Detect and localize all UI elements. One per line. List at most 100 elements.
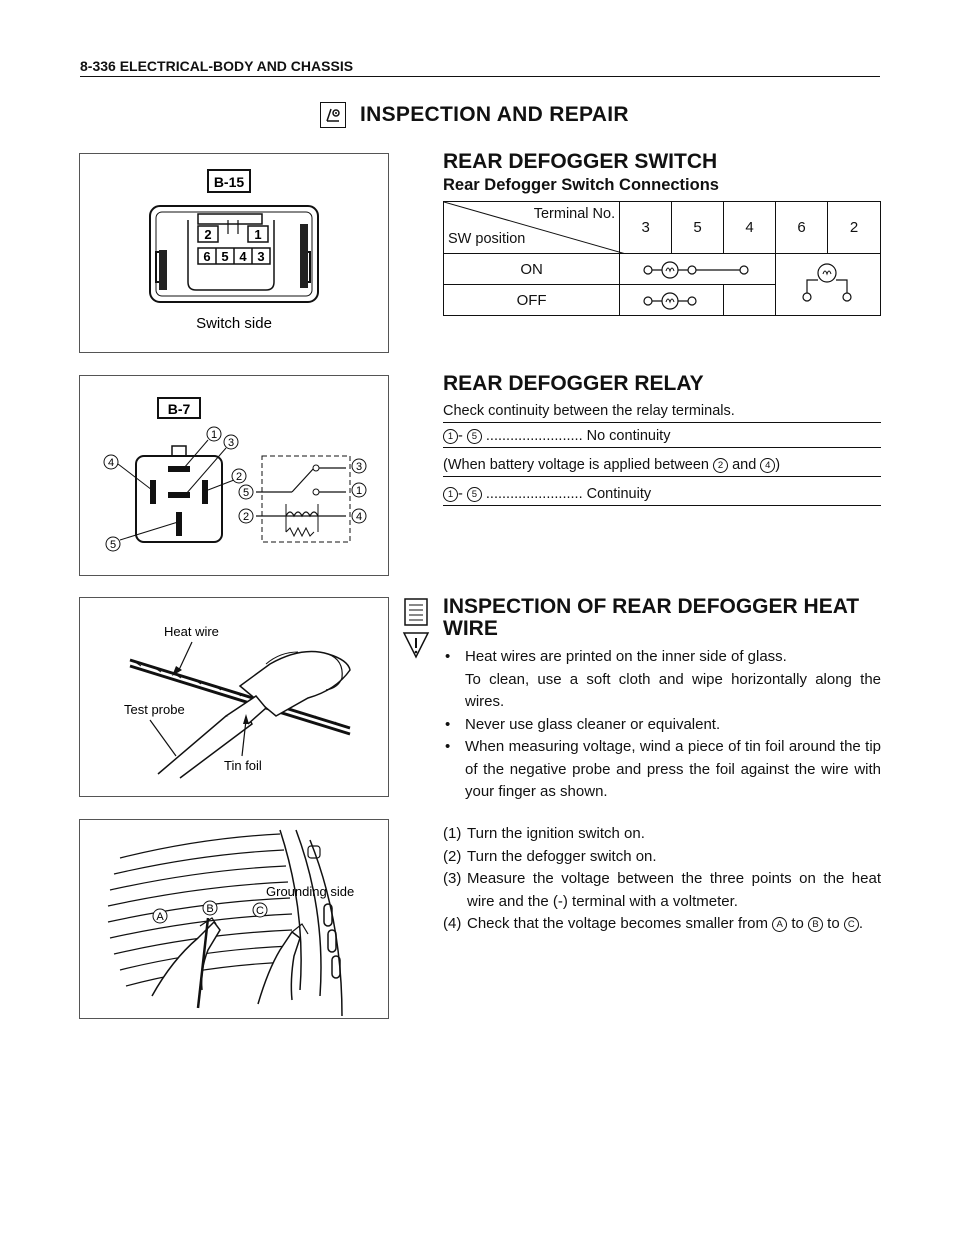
- bullet: •: [445, 738, 451, 755]
- label-test-probe: Test probe: [124, 702, 185, 717]
- table-corner-top: Terminal No.: [533, 206, 616, 222]
- heat-wire-notes: • Heat wires are printed on the inner sid…: [443, 646, 881, 669]
- step-item: (1) Turn the ignition switch on.: [443, 823, 881, 846]
- figure-caption: Switch side: [196, 315, 272, 332]
- switch-section: REAR DEFOGGER SWITCH Rear Defogger Switc…: [442, 150, 882, 316]
- switch-connector-diagram: B-15 2 1 6 5 4 3 Switch side: [149, 169, 319, 332]
- caution-icons: [402, 597, 430, 666]
- dash: -: [458, 486, 463, 502]
- callout-number: 5: [243, 487, 249, 499]
- voltage-note-text: (When battery voltage is applied between: [443, 457, 709, 473]
- step-number: (4): [443, 915, 462, 932]
- table-corner-cell: Terminal No. SW position: [442, 201, 626, 254]
- continuity-cell-off: [619, 284, 725, 316]
- relay-check-continuity: 1- 5 ........................ Continuity: [443, 483, 881, 506]
- note-item: •Never use glass cleaner or equivalent.: [443, 714, 881, 737]
- switch-connector-figure: B-15 2 1 6 5 4 3 Switch side: [79, 153, 389, 353]
- table-header-cell: 3: [619, 201, 673, 254]
- paren-close: ): [775, 457, 781, 473]
- terminal-number: 5: [466, 429, 482, 444]
- table-header-cell: 5: [671, 201, 725, 254]
- empty-cell: [723, 284, 776, 316]
- steps-list: (1) Turn the ignition switch on. (2) Turn …: [443, 823, 881, 936]
- period: .: [858, 915, 864, 932]
- step-item: (4) Check that the voltage becomes smalle…: [443, 913, 881, 936]
- manual-caution-icon: [402, 598, 430, 659]
- step-item: (3)Measure the voltage between the three…: [443, 868, 881, 913]
- terminal-number: 4: [760, 458, 776, 473]
- relay-diagram: B-7 1 3 2 4 5 5 2: [103, 397, 367, 552]
- pin-label: 3: [257, 249, 264, 264]
- relay-check-no-continuity: 1- 5 ........................ No continu…: [443, 425, 881, 448]
- table-row-label: ON: [442, 253, 621, 285]
- main-title-row: INSPECTION AND REPAIR: [320, 100, 629, 130]
- step-number: (1): [443, 825, 462, 842]
- step-text: Turn the defogger switch on.: [467, 847, 657, 865]
- point-label-a: A: [156, 911, 164, 923]
- point-marker-c: C: [843, 917, 859, 932]
- callout-number: 3: [356, 461, 362, 473]
- relay-figure: B-7 1 3 2 4 5 5 2: [79, 375, 389, 576]
- no-continuity-text: ........................ No continuity: [485, 428, 671, 444]
- pin-label: 5: [221, 249, 228, 264]
- callout-number: 1: [211, 429, 217, 441]
- point-marker-a: A: [772, 917, 788, 932]
- label-heat-wire: Heat wire: [164, 624, 219, 639]
- bullet: •: [445, 648, 451, 665]
- callout-number: 5: [110, 539, 116, 551]
- terminal-number: 2: [713, 458, 729, 473]
- callout-number: 2: [243, 511, 249, 523]
- continuity-symbol: [643, 261, 749, 279]
- note-text: Heat wires are printed on the inner side…: [465, 648, 787, 665]
- step-number: (2): [443, 847, 462, 865]
- heat-wire-section-title: INSPECTION OF REAR DEFOGGER HEAT WIRE: [443, 595, 860, 640]
- table-row-label: OFF: [442, 284, 621, 316]
- note-continuation: To clean, use a soft cloth and wipe hori…: [465, 670, 881, 711]
- callout-number: 1: [356, 485, 362, 497]
- switch-connection-table: Terminal No. SW position 3 5 4 6 2 ON: [442, 201, 882, 316]
- dash: -: [458, 428, 463, 444]
- rear-window-diagram: Grounding side A B C: [107, 829, 354, 1017]
- step-text: Turn the ignition switch on.: [467, 825, 645, 842]
- table-header-cell: 2: [826, 201, 882, 254]
- callout-number: 3: [228, 437, 234, 449]
- inspection-icon: [320, 102, 346, 128]
- terminal-number: 1: [443, 429, 458, 444]
- pin-label: 2: [204, 227, 211, 242]
- relay-voltage-note: (When battery voltage is applied between…: [443, 454, 881, 477]
- point-label-c: C: [256, 905, 264, 917]
- note-item: • Heat wires are printed on the inner sid…: [443, 646, 881, 669]
- point-marker-b: B: [808, 917, 823, 932]
- table-corner-bottom: SW position: [448, 231, 526, 247]
- pin-label: 1: [254, 227, 261, 242]
- connector-label-b15: B-15: [214, 174, 245, 190]
- step-item: (2) Turn the defogger switch on.: [443, 846, 881, 869]
- and-text: and: [732, 457, 757, 473]
- to-text: to: [791, 915, 804, 932]
- label-tin-foil: Tin foil: [224, 758, 262, 773]
- to-text: to: [827, 915, 840, 932]
- heat-wire-probe-diagram: Heat wire Test probe Tin foil: [124, 624, 351, 779]
- grounding-side-figure: Grounding side A B C: [79, 819, 389, 1019]
- callout-number: 4: [108, 457, 114, 469]
- heat-wire-section: INSPECTION OF REAR DEFOGGER HEAT WIRE • H…: [443, 596, 881, 804]
- point-label-b: B: [206, 903, 213, 915]
- continuity-text: ........................ Continuity: [485, 486, 652, 502]
- step-text: Measure the voltage between the three po…: [467, 870, 881, 910]
- measurement-steps: (1) Turn the ignition switch on. (2) Turn …: [443, 823, 881, 936]
- note-text: Never use glass cleaner or equivalent.: [465, 715, 721, 733]
- diagonal-divider: [444, 202, 626, 254]
- table-header-cell: 6: [775, 201, 828, 254]
- page-header: 8-336 ELECTRICAL-BODY AND CHASSIS: [80, 58, 880, 77]
- label-grounding-side: Grounding side: [266, 884, 354, 899]
- continuity-cell-on: [619, 253, 776, 285]
- relay-intro: Check continuity between the relay termi…: [443, 400, 881, 423]
- continuity-cell-lamp: [775, 253, 881, 316]
- table-header-cell: 4: [723, 201, 776, 254]
- relay-section: REAR DEFOGGER RELAY Check continuity bet…: [443, 372, 881, 506]
- main-title: INSPECTION AND REPAIR: [360, 103, 629, 126]
- step-text: Check that the voltage becomes smaller f…: [467, 915, 768, 932]
- note-item: •When measuring voltage, wind a piece of…: [443, 736, 881, 804]
- switch-section-subtitle: Rear Defogger Switch Connections: [443, 176, 719, 194]
- heat-wire-probe-figure: Heat wire Test probe Tin foil: [79, 597, 389, 797]
